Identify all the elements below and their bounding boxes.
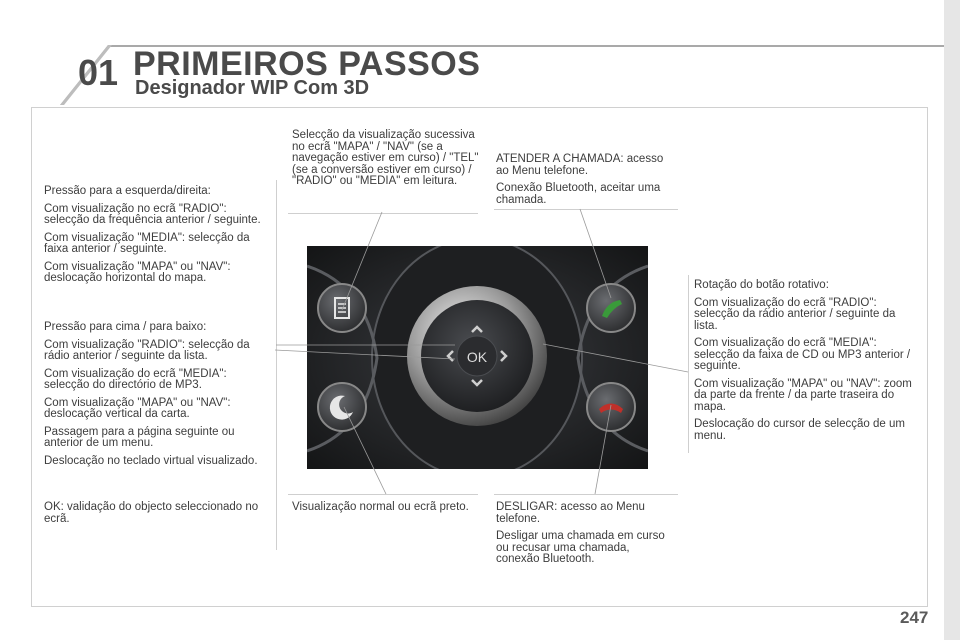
divider bbox=[688, 275, 689, 453]
text-line: Pressão para cima / para baixo: bbox=[44, 321, 207, 333]
divider bbox=[288, 494, 478, 495]
ok-text: OK: validação do objecto seleccionado no… bbox=[44, 501, 272, 531]
header-decoration bbox=[60, 45, 945, 105]
night-mode-text: Visualização normal ou ecrã preto. bbox=[292, 501, 472, 520]
text-line: Com visualização do ecrã "MEDIA": selecç… bbox=[44, 367, 227, 391]
chapter-number: 01 bbox=[78, 52, 119, 93]
text-line: Passagem para a página seguinte ou anter… bbox=[44, 425, 235, 449]
answer-call-button[interactable] bbox=[586, 283, 636, 333]
text-line: Com visualização "MEDIA": selecção da fa… bbox=[44, 231, 250, 255]
text-line: Com visualização "RADIO": selecção da rá… bbox=[44, 338, 250, 362]
display-select-text: Selecção da visualização sucessiva no ec… bbox=[292, 129, 480, 194]
text-line: DESLIGAR: acesso ao Menu telefone. bbox=[496, 501, 645, 525]
chevron-up-icon bbox=[471, 325, 483, 333]
text-line: Com visualização do ecrã "RADIO": selecç… bbox=[694, 296, 896, 332]
divider bbox=[276, 180, 277, 550]
up-down-press-text: Pressão para cima / para baixo: Com visu… bbox=[44, 321, 266, 473]
answer-call-text: ATENDER A CHAMADA: acesso ao Menu telefo… bbox=[496, 153, 672, 212]
chevron-down-icon bbox=[471, 379, 483, 387]
content-panel bbox=[31, 107, 928, 607]
page-number: 247 bbox=[900, 608, 929, 627]
night-mode-button[interactable] bbox=[317, 382, 367, 432]
text-line: OK: validação do objecto seleccionado no… bbox=[44, 501, 259, 525]
text-line: Deslocação no teclado virtual visualizad… bbox=[44, 454, 258, 467]
text-line: Com visualização "MAPA" ou "NAV": zoom d… bbox=[694, 377, 912, 413]
rotation-text: Rotação do botão rotativo: Com visualiza… bbox=[694, 279, 916, 448]
divider bbox=[288, 213, 478, 214]
text-line: Selecção da visualização sucessiva no ec… bbox=[292, 129, 479, 187]
left-right-press-text: Pressão para a esquerda/direita: Com vis… bbox=[44, 185, 266, 291]
hangup-text: DESLIGAR: acesso ao Menu telefone. Desli… bbox=[496, 501, 676, 572]
text-line: Pressão para a esquerda/direita: bbox=[44, 185, 211, 197]
hangup-button[interactable] bbox=[586, 382, 636, 432]
text-line: Com visualização "MAPA" ou "NAV": desloc… bbox=[44, 396, 231, 420]
text-line: Com visualização do ecrã "MEDIA": selecç… bbox=[694, 337, 911, 372]
text-line: Desligar uma chamada em curso ou recusar… bbox=[496, 530, 665, 565]
text-line: ATENDER A CHAMADA: acesso ao Menu telefo… bbox=[496, 153, 664, 177]
text-line: Deslocação do cursor de selecção de um m… bbox=[694, 418, 905, 442]
page-title: PRIMEIROS PASSOS bbox=[133, 45, 481, 83]
text-line: Com visualização "MAPA" ou "NAV": desloc… bbox=[44, 260, 231, 284]
text-line: Rotação do botão rotativo: bbox=[694, 279, 829, 291]
text-line: Com visualização no ecrã "RADIO": selecç… bbox=[44, 202, 261, 226]
ok-button[interactable]: OK bbox=[467, 349, 488, 365]
text-line: Conexão Bluetooth, aceitar uma chamada. bbox=[496, 182, 661, 206]
list-button[interactable] bbox=[317, 283, 367, 333]
chevron-right-icon bbox=[500, 350, 508, 362]
divider bbox=[494, 494, 678, 495]
phone-answer-icon bbox=[602, 300, 622, 318]
text-line: Visualização normal ou ecrã preto. bbox=[292, 501, 469, 513]
page-subtitle: Designador WIP Com 3D bbox=[135, 77, 370, 99]
side-bar bbox=[944, 0, 960, 640]
controller-photo: OK bbox=[307, 246, 648, 469]
